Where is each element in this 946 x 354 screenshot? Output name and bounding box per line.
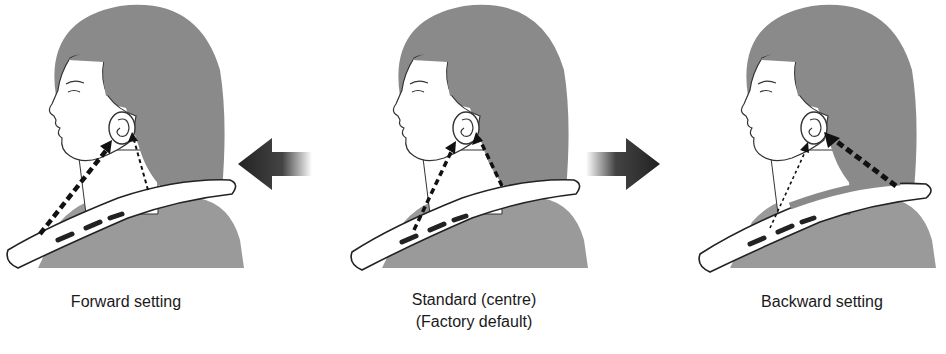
- setting-caption: Forward setting: [16, 291, 236, 313]
- head-figure: [7, 5, 244, 268]
- direction-arrow: [586, 138, 660, 190]
- sound-direction: [40, 148, 108, 234]
- setting-caption: Standard (centre) (Factory default): [399, 289, 549, 333]
- neck-speaker: [351, 180, 579, 270]
- head-figure: [699, 5, 936, 272]
- direction-arrow: [238, 138, 312, 190]
- setting-caption: Backward setting: [712, 291, 932, 313]
- head-figure: [351, 5, 588, 270]
- neck-speaker: [7, 180, 235, 268]
